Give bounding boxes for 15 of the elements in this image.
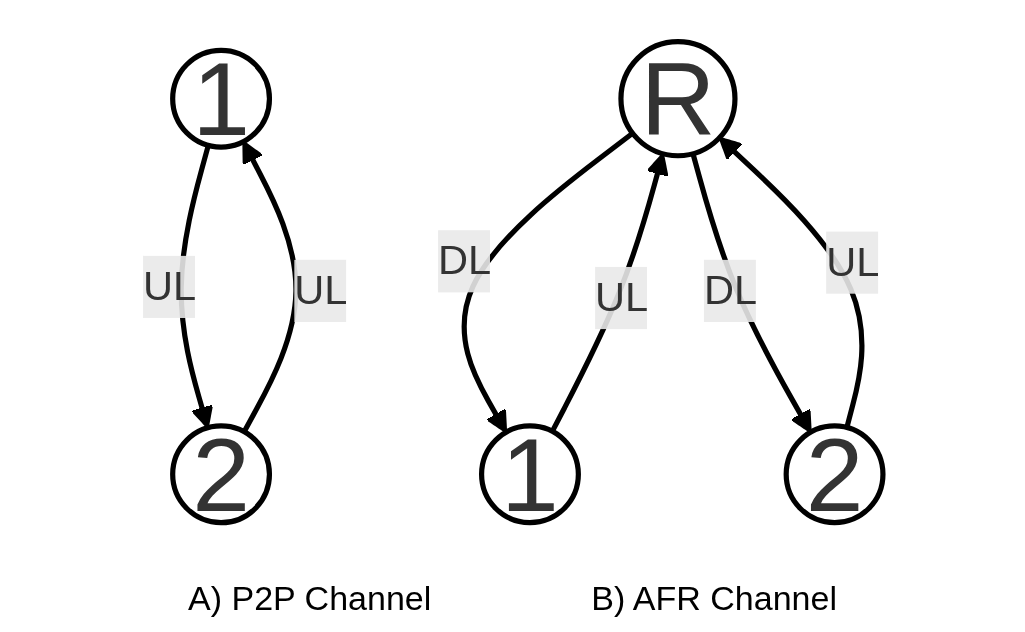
edge-label: DL: [703, 267, 757, 312]
edge-label: UL: [142, 263, 196, 308]
arrow: [690, 153, 812, 434]
edge-label: UL: [825, 239, 879, 284]
node-circle: R: [617, 39, 738, 159]
edge-label: UL: [594, 274, 648, 319]
panel-caption: A) P2P Channel: [188, 579, 432, 618]
arrow: [461, 131, 634, 434]
node-circle: 2: [169, 423, 272, 526]
node-circle: 2: [783, 423, 886, 526]
edge-label: UL: [293, 267, 347, 312]
node-circle: 1: [478, 423, 581, 526]
edge-label: DL: [437, 237, 491, 283]
panel-caption: B) AFR Channel: [591, 579, 837, 618]
node-circle: 1: [169, 47, 272, 150]
